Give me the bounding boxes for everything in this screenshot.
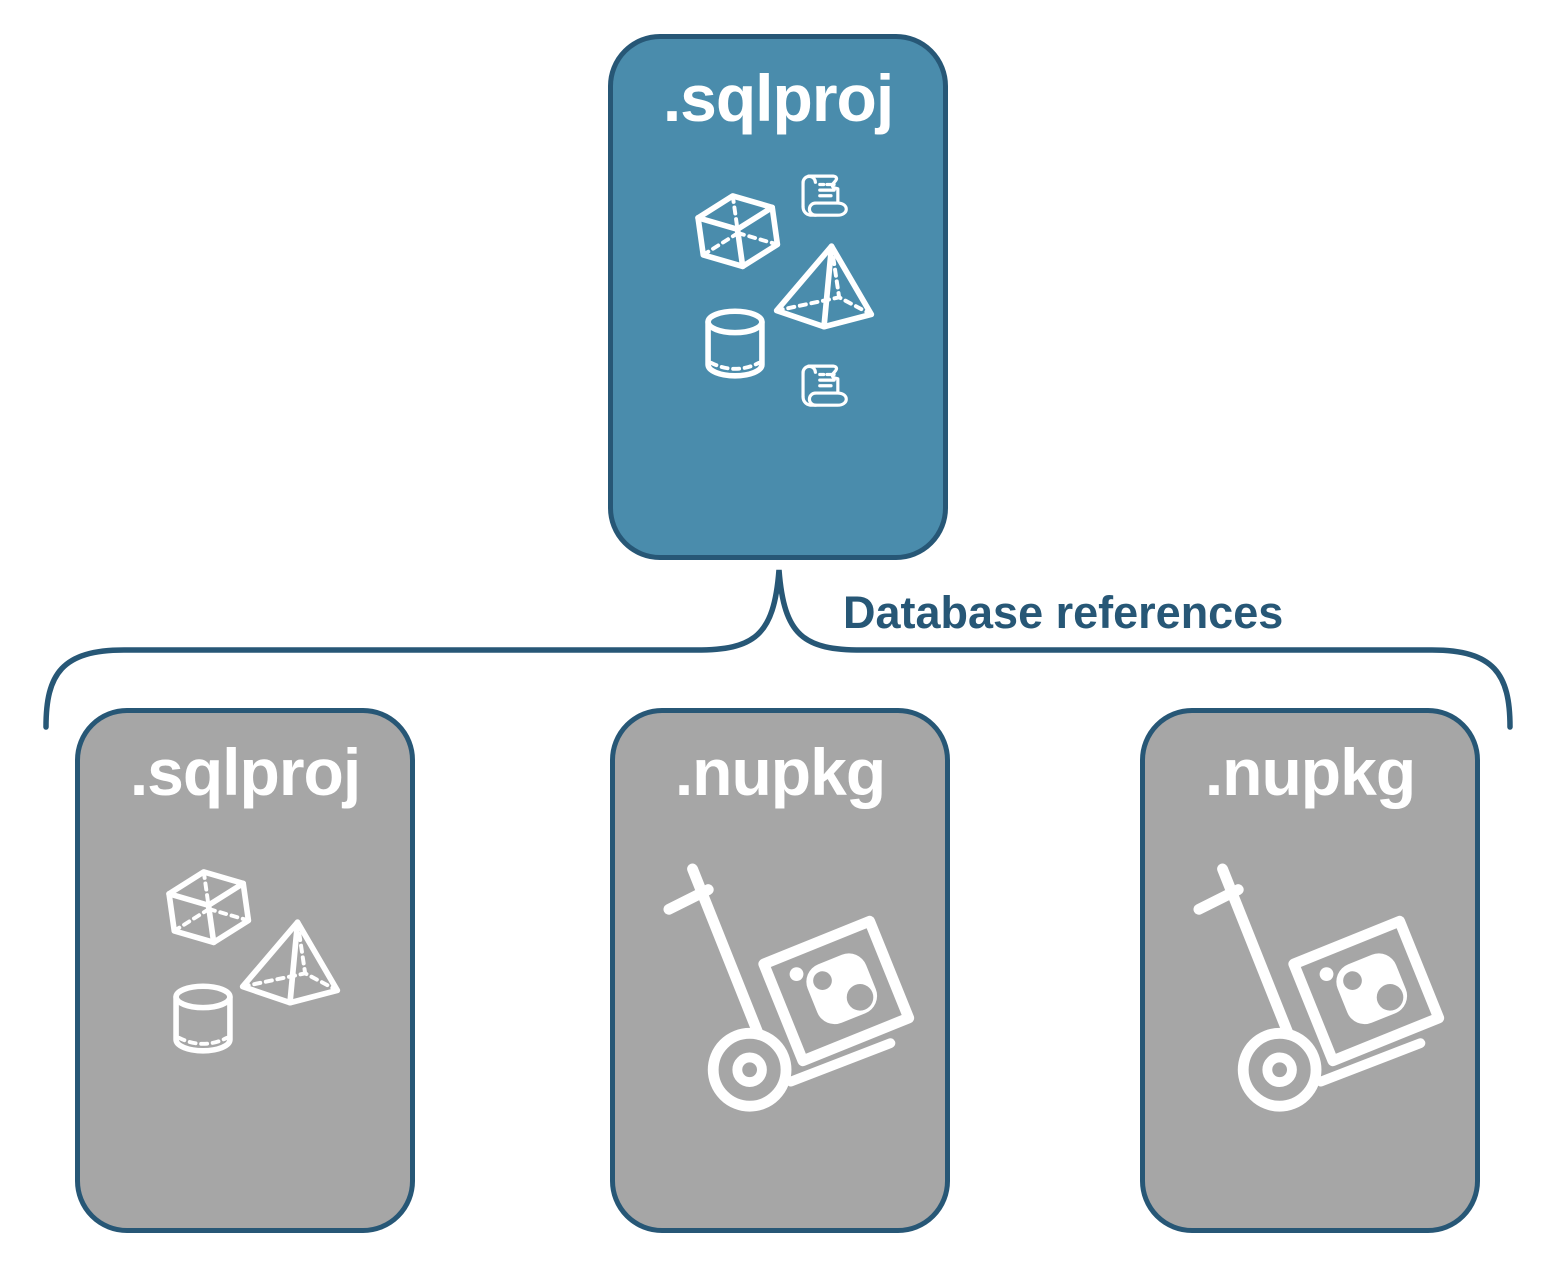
cylinder-icon — [701, 308, 769, 386]
parent-sqlproj-card: .sqlproj — [608, 34, 948, 560]
reference-nupkg-card-2: .nupkg — [1140, 708, 1480, 1233]
reference-nupkg-card-1: .nupkg — [610, 708, 950, 1233]
scroll-icon — [795, 360, 853, 413]
reference-sqlproj-card: .sqlproj — [75, 708, 415, 1233]
pyramid-icon — [237, 915, 343, 1009]
card-title: .nupkg — [1204, 735, 1416, 809]
pyramid-icon — [771, 239, 877, 333]
nuget-hand-truck-icon — [663, 861, 915, 1121]
card-title: .sqlproj — [129, 735, 361, 809]
cylinder-icon — [169, 983, 237, 1061]
card-title: .nupkg — [674, 735, 886, 809]
nuget-hand-truck-icon — [1193, 861, 1445, 1121]
card-title: .sqlproj — [662, 61, 894, 135]
scroll-icon — [795, 170, 853, 223]
database-references-label: Database references — [843, 587, 1284, 638]
